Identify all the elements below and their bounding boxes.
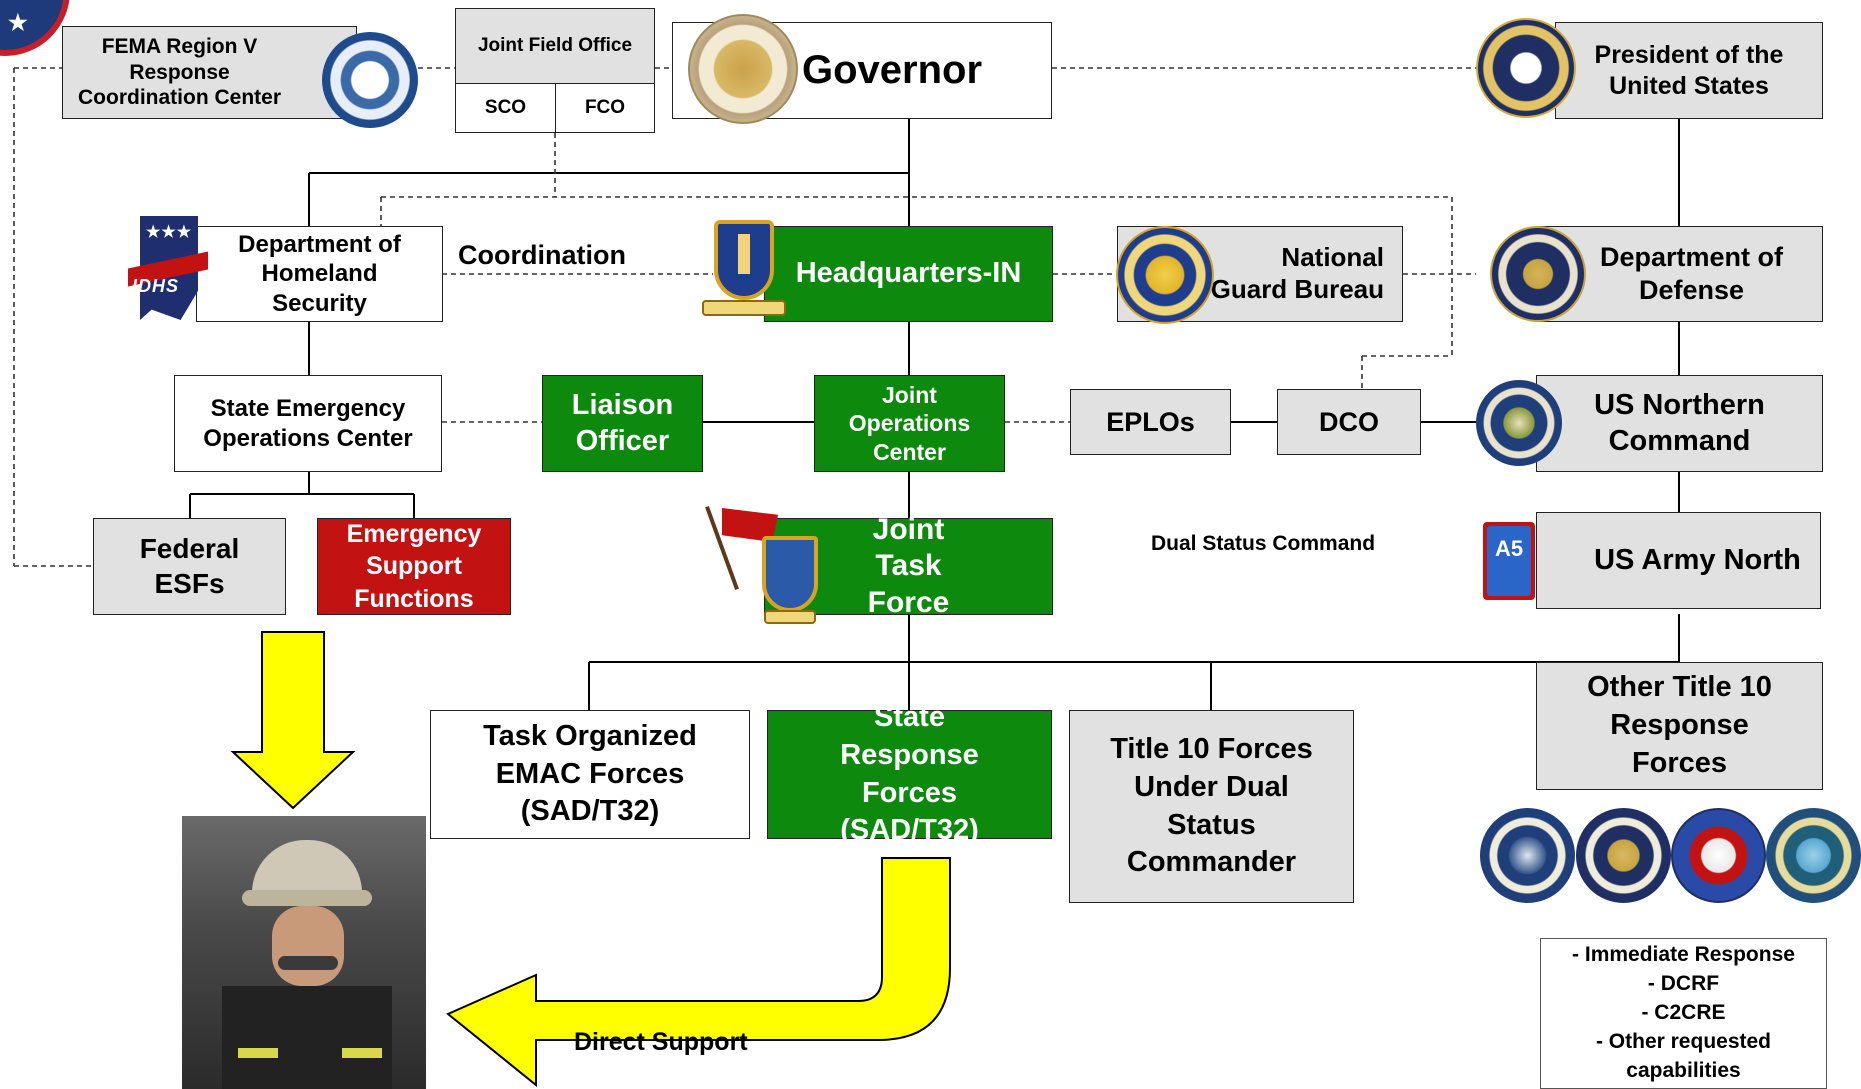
coordination-label: Coordination	[458, 240, 626, 270]
national-guard-crest-icon	[702, 212, 786, 324]
joc-label: Joint Operations Center	[848, 382, 971, 465]
emac-forces-box: Task Organized EMAC Forces (SAD/T32)	[430, 710, 750, 839]
jtf-label: Joint Task Force	[867, 512, 950, 619]
title10-dual-status-box: Title 10 Forces Under Dual Status Comman…	[1069, 710, 1354, 903]
direct-support-label: Direct Support	[574, 1028, 748, 1056]
down-arrow	[230, 631, 356, 810]
northcom-seal-icon	[1476, 380, 1562, 466]
department-of-defense-box: Department of Defense	[1536, 226, 1823, 322]
jfo-title-cell: Joint Field Office	[456, 9, 654, 84]
sco-cell: SCO	[456, 84, 556, 132]
army-north-patch-icon: A5	[1483, 522, 1535, 600]
dod-seal-icon	[1490, 226, 1586, 322]
dod-label: Department of Defense	[1599, 242, 1783, 305]
command-seal-2-icon	[1576, 808, 1671, 903]
presidential-seal-icon	[1476, 18, 1576, 118]
fema-region-box: FEMA Region V Response Coordination Cent…	[62, 26, 357, 119]
capability-item: - Other requested	[1595, 1029, 1772, 1053]
joint-operations-center-box: Joint Operations Center	[814, 375, 1005, 472]
headquarters-in-box: Headquarters-IN	[764, 226, 1053, 322]
idhs-logo-icon: ★★★ IDHS	[128, 216, 208, 328]
other-title10-forces-box: Other Title 10 Response Forces	[1536, 662, 1823, 790]
us-northern-command-box: US Northern Command	[1536, 375, 1823, 472]
president-box: President of the United States	[1555, 22, 1823, 119]
state-eoc-box: State Emergency Operations Center	[174, 375, 442, 472]
command-seal-4-icon	[1766, 808, 1861, 903]
capability-item: - DCRF	[1647, 972, 1720, 996]
headquarters-label: Headquarters-IN	[795, 257, 1022, 290]
capability-item: - Immediate Response	[1572, 943, 1795, 967]
eplos-box: EPLOs	[1070, 389, 1231, 455]
state-response-forces-box: State Response Forces (SAD/T32)	[767, 701, 1052, 846]
northcom-label: US Northern Command	[1594, 389, 1765, 457]
capability-item: capabilities	[1626, 1058, 1741, 1082]
jtf-crest-icon	[705, 500, 832, 630]
governor-label: Governor	[801, 48, 983, 93]
dual-status-command-label: Dual Status Command	[1151, 532, 1376, 555]
dhs-seal-icon	[322, 32, 418, 128]
federal-esfs-box: Federal ESFs	[93, 518, 286, 615]
fco-cell: FCO	[584, 97, 626, 118]
command-seal-1-icon	[1480, 808, 1575, 903]
firefighter-photo	[182, 816, 426, 1089]
liaison-officer-box: Liaison Officer	[542, 375, 703, 472]
star-icon: ★	[8, 10, 28, 35]
joint-field-office: Joint Field Office SCO FCO	[455, 8, 655, 133]
capabilities-list: - Immediate Response - DCRF - C2CRE - Ot…	[1540, 938, 1827, 1089]
president-label: President of the United States	[1594, 41, 1784, 100]
ngb-seal-icon	[1116, 226, 1214, 324]
us-army-north-box: US Army North	[1536, 512, 1821, 609]
emergency-support-functions-box: Emergency Support Functions	[317, 518, 511, 615]
fema-label: FEMA Region V Response Coordination Cent…	[78, 35, 281, 110]
indiana-state-seal-icon	[688, 14, 798, 124]
idhs-box: Department of Homeland Security	[196, 226, 443, 322]
seoc-label: State Emergency Operations Center	[203, 395, 413, 452]
command-seal-3-icon	[1671, 808, 1766, 903]
direct-support-arrow	[446, 857, 951, 1088]
liaison-label: Liaison Officer	[571, 389, 674, 457]
capability-item: - C2CRE	[1641, 1001, 1726, 1025]
dco-box: DCO	[1277, 389, 1421, 455]
